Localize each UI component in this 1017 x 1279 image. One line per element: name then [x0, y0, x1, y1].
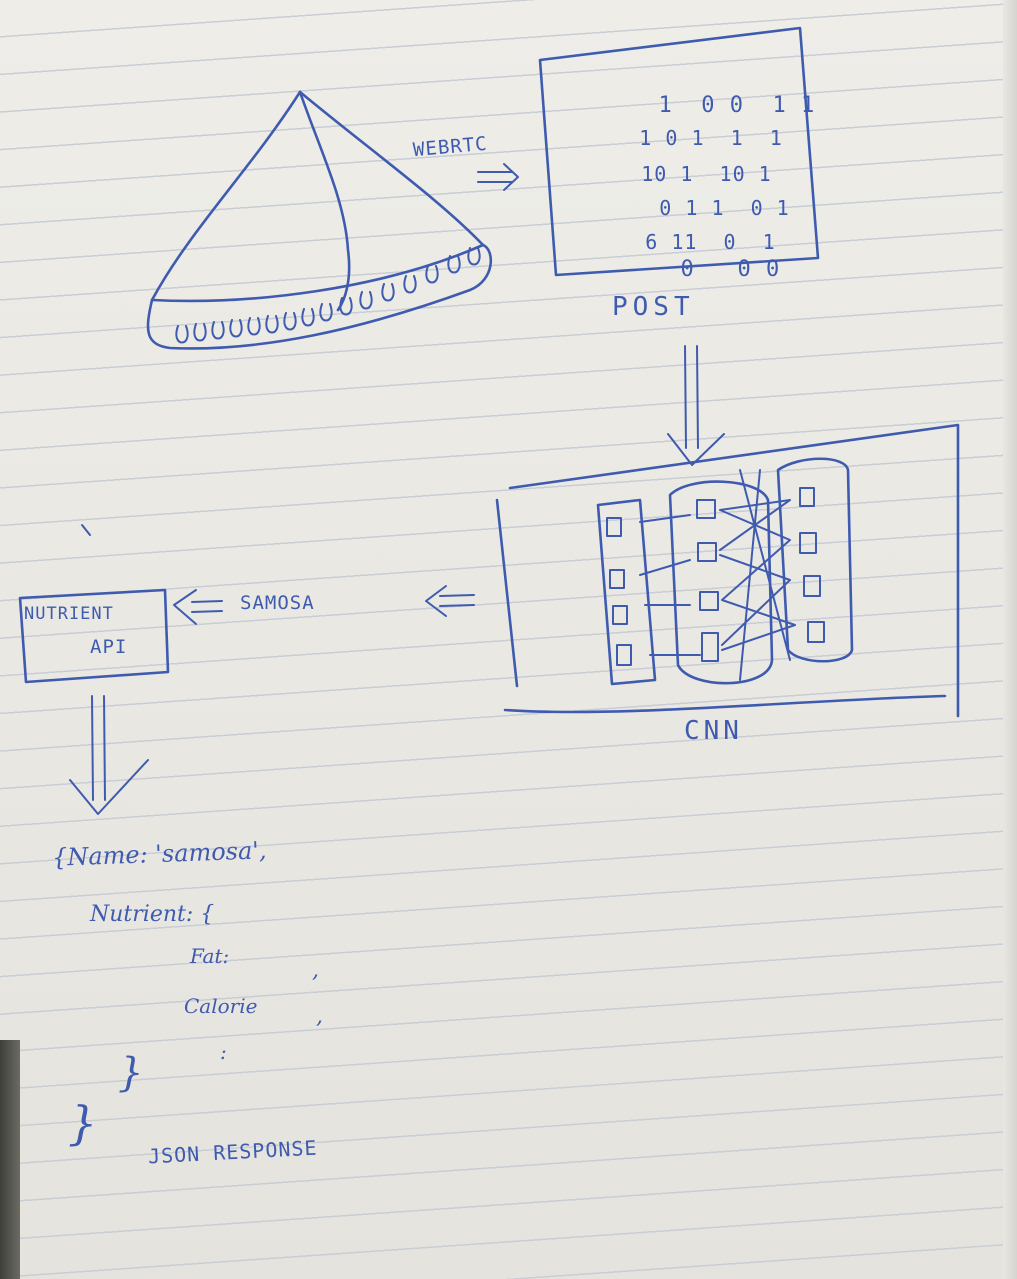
- json-fat-comma: ,: [312, 958, 319, 983]
- page-edge: [1003, 0, 1017, 1279]
- samosa-arrow: [173, 589, 223, 625]
- json-calorie-comma: ,: [316, 1004, 323, 1029]
- table-edge: [0, 1040, 20, 1279]
- nutrient-api-label-1: NUTRIENT: [24, 604, 114, 624]
- stray-mark: [81, 524, 91, 536]
- nutrient-api-label-2: API: [90, 636, 128, 658]
- post-label: POST: [612, 292, 695, 322]
- grid-row-0: 1 0 0 1 1: [658, 93, 816, 118]
- samosa-crimp: [175, 247, 481, 344]
- cnn-layers: [596, 457, 854, 686]
- samosa-drawing: [146, 90, 493, 350]
- json-line-fat: Fat:: [190, 944, 230, 968]
- post-arrow: [667, 345, 725, 466]
- json-line-calorie: Calorie: [184, 994, 258, 1018]
- grid-row-4: 6 11 0 1: [645, 230, 776, 254]
- grid-row-1: 1 0 1 1 1: [639, 126, 783, 150]
- grid-row-2: 10 1 10 1: [641, 162, 772, 186]
- nutrient-api-box: [18, 588, 170, 684]
- grid-row-5: 0 0 0: [680, 257, 781, 282]
- image-grid: 1 0 0 1 1 1 0 1 1 1 10 1 10 1 0 1 1 0 1 …: [555, 60, 814, 282]
- json-close-root: }: [68, 1096, 98, 1150]
- grid-row-3: 0 1 1 0 1: [659, 196, 790, 220]
- cnn-label: CNN: [684, 716, 743, 746]
- cnn-output-arrow: [425, 585, 475, 617]
- cnn-frame: [495, 423, 960, 718]
- image-frame: [538, 26, 820, 277]
- api-down-arrow: [69, 695, 149, 815]
- json-close-nutrient: }: [118, 1050, 144, 1096]
- samosa-label: SAMOSA: [240, 592, 315, 614]
- webrtc-arrow: [477, 163, 519, 191]
- json-line-nutrient: Nutrient: {: [90, 902, 215, 927]
- json-line-ellipsis: :: [220, 1040, 227, 1064]
